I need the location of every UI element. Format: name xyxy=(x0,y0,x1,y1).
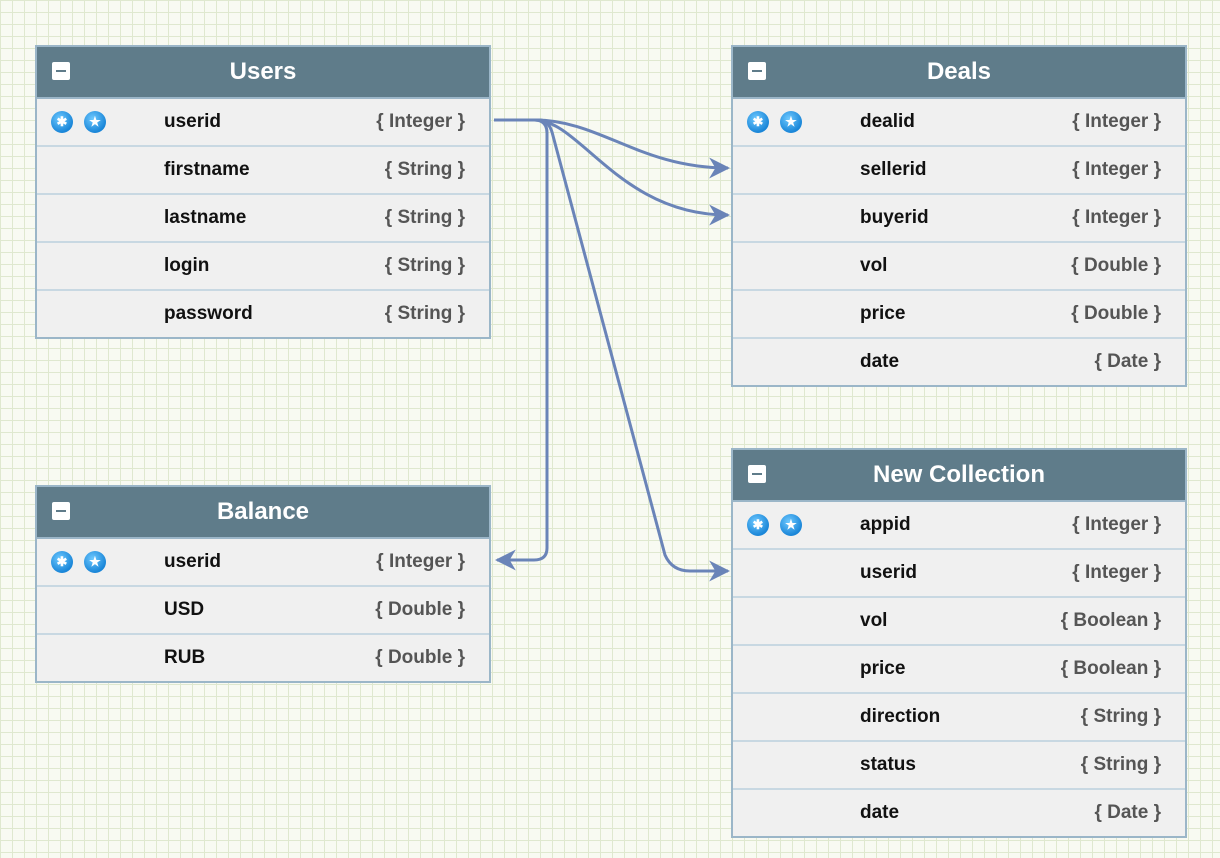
collapse-icon[interactable] xyxy=(748,62,766,80)
table-title: Users xyxy=(229,58,297,85)
field-type: { String } xyxy=(384,159,465,180)
asterisk-icon: ✱ xyxy=(747,514,769,536)
table-title: New Collection xyxy=(872,461,1046,488)
star-icon: ★ xyxy=(780,111,802,133)
field-type: { String } xyxy=(1080,706,1161,727)
field-name: RUB xyxy=(164,647,206,668)
field-type: { String } xyxy=(1080,754,1161,775)
field-row-usd[interactable]: USD { Double } xyxy=(37,587,489,635)
relation-users-deals-sellerid xyxy=(494,118,731,179)
field-row-userid[interactable]: ✱ ★ userid { Integer } xyxy=(37,99,489,147)
field-name: sellerid xyxy=(860,159,927,180)
field-row-lastname[interactable]: lastname { String } xyxy=(37,195,489,243)
asterisk-icon: ✱ xyxy=(51,551,73,573)
field-type: { Integer } xyxy=(1072,111,1161,132)
field-row-dealid[interactable]: ✱ ★ dealid { Integer } xyxy=(733,99,1185,147)
field-type: { Date } xyxy=(1094,802,1161,823)
field-type: { String } xyxy=(384,255,465,276)
field-type: { Integer } xyxy=(376,551,465,572)
field-name: appid xyxy=(860,514,911,535)
field-type: { Double } xyxy=(375,599,465,620)
table-header-new-collection: New Collection xyxy=(733,450,1185,502)
relation-users-deals-buyerid xyxy=(494,118,731,226)
field-type: { Double } xyxy=(1071,255,1161,276)
collapse-icon[interactable] xyxy=(52,62,70,80)
field-name: date xyxy=(860,802,900,823)
field-row-rub[interactable]: RUB { Double } xyxy=(37,635,489,681)
table-balance[interactable]: Balance✱★userid{ Integer }USD{ Double }R… xyxy=(35,485,491,683)
star-icon: ★ xyxy=(780,514,802,536)
field-type: { Integer } xyxy=(1072,514,1161,535)
field-name: status xyxy=(860,754,916,775)
field-row-date[interactable]: date { Date } xyxy=(733,790,1185,836)
table-title: Balance xyxy=(216,498,310,525)
table-header-balance: Balance xyxy=(37,487,489,539)
table-new-collection[interactable]: New Collection ✱ ★ appid { Integer } userid { … xyxy=(731,448,1187,838)
field-name: direction xyxy=(860,706,941,727)
field-name: USD xyxy=(164,599,205,620)
field-row-price[interactable]: price { Double } xyxy=(733,291,1185,339)
table-title: Deals xyxy=(926,58,992,85)
field-type: { Integer } xyxy=(1072,207,1161,228)
field-name: dealid xyxy=(860,111,915,132)
field-type: { Integer } xyxy=(1072,562,1161,583)
field-row-userid[interactable]: userid { Integer } xyxy=(733,550,1185,598)
field-row-status[interactable]: status { String } xyxy=(733,742,1185,790)
field-name: vol xyxy=(860,255,888,276)
field-name: userid xyxy=(164,111,222,132)
field-type: { String } xyxy=(384,207,465,228)
relation-users-balance-userid xyxy=(494,118,549,571)
field-row-vol[interactable]: vol { Double } xyxy=(733,243,1185,291)
field-name: password xyxy=(164,303,253,324)
collapse-icon[interactable] xyxy=(748,465,766,483)
field-row-sellerid[interactable]: sellerid { Integer } xyxy=(733,147,1185,195)
field-name: userid xyxy=(164,551,222,572)
field-row-date[interactable]: date { Date } xyxy=(733,339,1185,385)
field-row-buyerid[interactable]: buyerid { Integer } xyxy=(733,195,1185,243)
table-header-users: Users xyxy=(37,47,489,99)
field-name: price xyxy=(860,303,906,324)
relation-users-newcollection-userid xyxy=(494,118,731,582)
star-icon: ★ xyxy=(84,111,106,133)
field-row-userid[interactable]: ✱ ★ userid { Integer } xyxy=(37,539,489,587)
field-row-direction[interactable]: direction { String } xyxy=(733,694,1185,742)
field-name: firstname xyxy=(164,159,250,180)
star-icon: ★ xyxy=(84,551,106,573)
field-type: { String } xyxy=(384,303,465,324)
field-name: price xyxy=(860,658,906,679)
table-users[interactable]: Users ✱ ★ userid { Integer } firstname { Strin… xyxy=(35,45,491,339)
field-type: { Integer } xyxy=(1072,159,1161,180)
table-deals[interactable]: Deals ✱ ★ dealid { Integer } sellerid { Intege… xyxy=(731,45,1187,387)
field-type: { Boolean } xyxy=(1060,610,1161,631)
field-row-appid[interactable]: ✱ ★ appid { Integer } xyxy=(733,502,1185,550)
field-type: { Double } xyxy=(375,647,465,668)
field-type: { Boolean } xyxy=(1060,658,1161,679)
table-header-deals: Deals xyxy=(733,47,1185,99)
asterisk-icon: ✱ xyxy=(747,111,769,133)
field-row-password[interactable]: password { String } xyxy=(37,291,489,337)
field-row-vol[interactable]: vol { Boolean } xyxy=(733,598,1185,646)
field-name: buyerid xyxy=(860,207,929,228)
field-name: login xyxy=(164,255,210,276)
field-row-price[interactable]: price { Boolean } xyxy=(733,646,1185,694)
field-type: { Double } xyxy=(1071,303,1161,324)
field-name: vol xyxy=(860,610,888,631)
field-row-firstname[interactable]: firstname { String } xyxy=(37,147,489,195)
field-type: { Integer } xyxy=(376,111,465,132)
field-name: lastname xyxy=(164,207,247,228)
collapse-icon[interactable] xyxy=(52,502,70,520)
asterisk-icon: ✱ xyxy=(51,111,73,133)
field-name: date xyxy=(860,351,900,372)
field-row-login[interactable]: login { String } xyxy=(37,243,489,291)
field-type: { Date } xyxy=(1094,351,1161,372)
field-name: userid xyxy=(860,562,918,583)
